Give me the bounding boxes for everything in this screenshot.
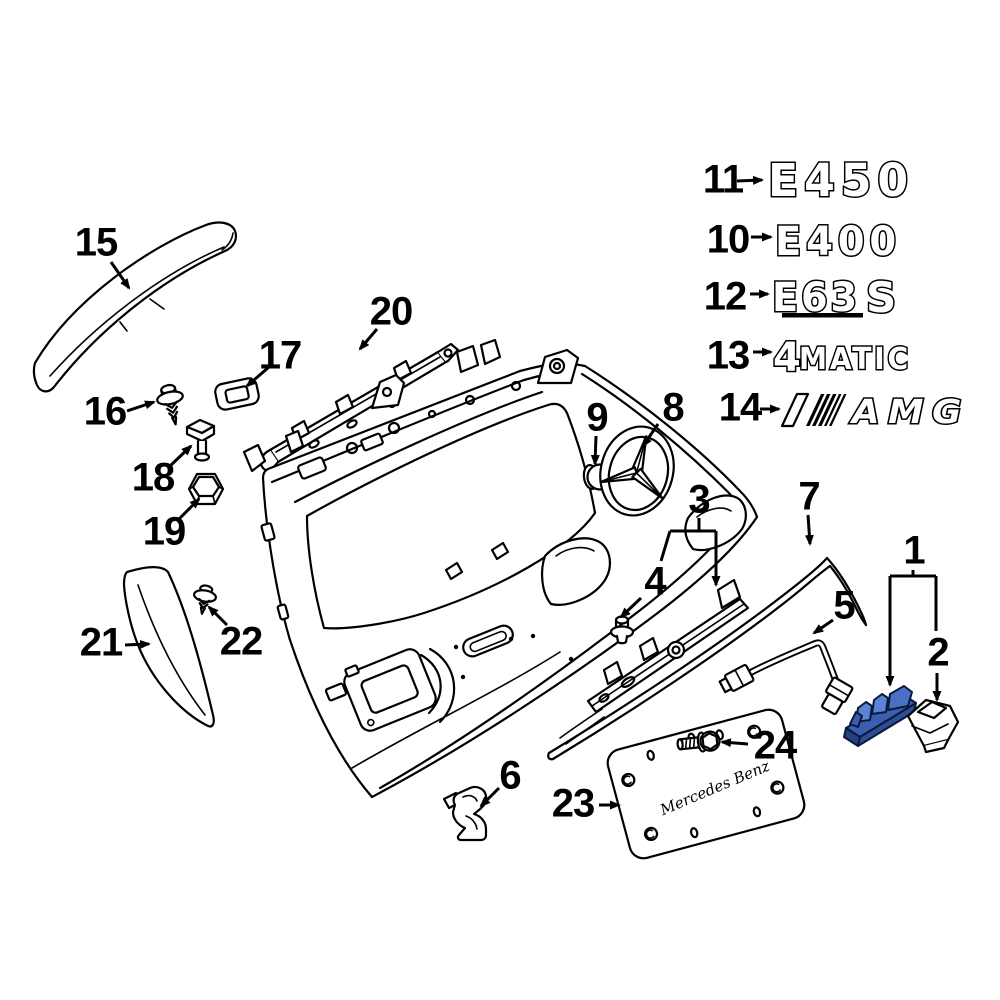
badge-e450: E450	[767, 153, 914, 209]
badge-4matic-4: 4	[773, 335, 801, 381]
license-plate-bracket-23: Mercedes Benz	[606, 708, 806, 860]
badge-amg-text: AMG	[849, 392, 970, 431]
badge-amg: AMG	[780, 391, 970, 433]
trim-blade-21	[122, 566, 215, 728]
bulb-socket-2	[906, 698, 960, 754]
spoiler-part	[32, 221, 238, 393]
badge-e450-text: E450	[768, 154, 914, 207]
badge-e63-s-text: S	[866, 273, 896, 322]
clip-18	[185, 418, 216, 462]
badge-e400-text: E400	[775, 219, 901, 265]
trim-strip-3	[559, 578, 750, 745]
cap-nut-19	[187, 472, 225, 506]
badge-4matic: 4 MATIC	[772, 334, 911, 383]
badge-e63-underline	[782, 313, 863, 318]
clip-fastener-16	[156, 383, 184, 426]
clip-22	[193, 584, 217, 615]
callout-leaders	[109, 175, 942, 810]
tailgate-part	[242, 338, 759, 799]
badge-4matic-text: MATIC	[799, 342, 911, 377]
wiring-harness-5	[718, 639, 854, 716]
badge-e63s: E63 S	[771, 272, 898, 324]
plate-screw-symbols	[621, 724, 785, 842]
amg-stripe-block	[780, 392, 810, 428]
bracket-6	[442, 785, 488, 842]
molding-7	[547, 556, 868, 761]
bolt-24	[676, 730, 721, 753]
license-lamp-part-1	[843, 685, 917, 747]
badge-e400: E400	[774, 218, 901, 267]
